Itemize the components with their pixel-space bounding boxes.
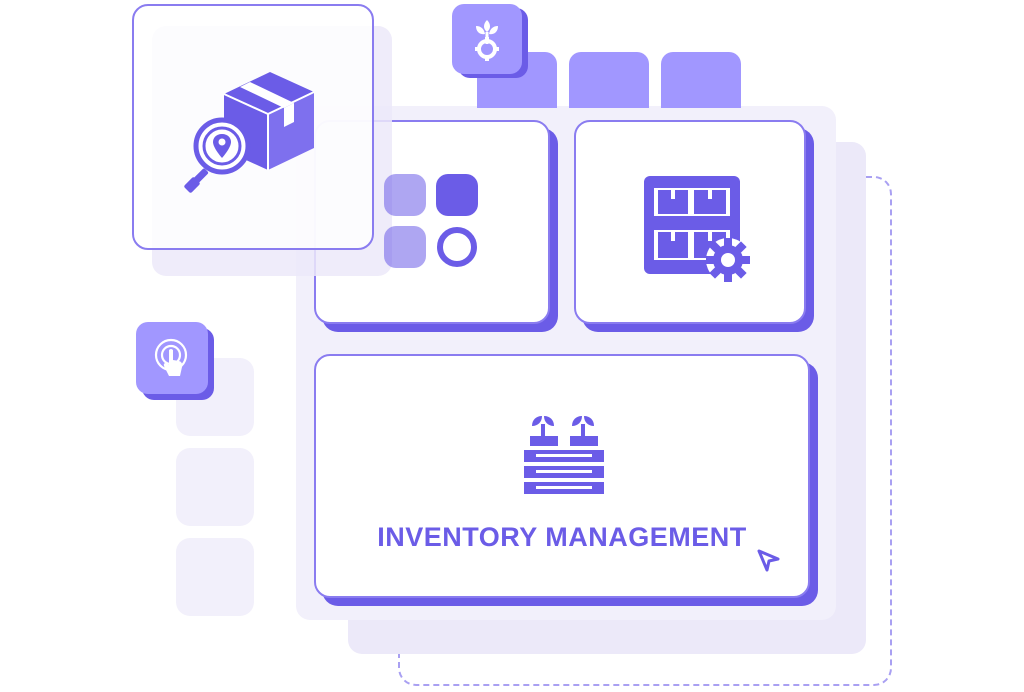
side-square-3 [176, 538, 254, 616]
package-search-card[interactable] [132, 4, 374, 250]
top-tab-2 [569, 52, 649, 108]
plant-gear-icon [468, 16, 506, 62]
inventory-management-card[interactable]: INVENTORY MANAGEMENT [314, 354, 810, 598]
top-tab-3 [661, 52, 741, 108]
touch-badge[interactable] [136, 322, 208, 394]
plant-gear-badge[interactable] [452, 4, 522, 74]
package-location-search-icon [182, 70, 322, 194]
side-square-2 [176, 448, 254, 526]
app-grid-icon [382, 172, 482, 272]
cursor-pointer-icon [756, 548, 782, 574]
plant-crate-icon [522, 412, 606, 494]
warehouse-settings-card[interactable] [574, 120, 806, 324]
inventory-management-title: INVENTORY MANAGEMENT [377, 522, 747, 552]
warehouse-shelf-gear-icon [642, 174, 762, 284]
touch-tap-icon [154, 338, 192, 380]
